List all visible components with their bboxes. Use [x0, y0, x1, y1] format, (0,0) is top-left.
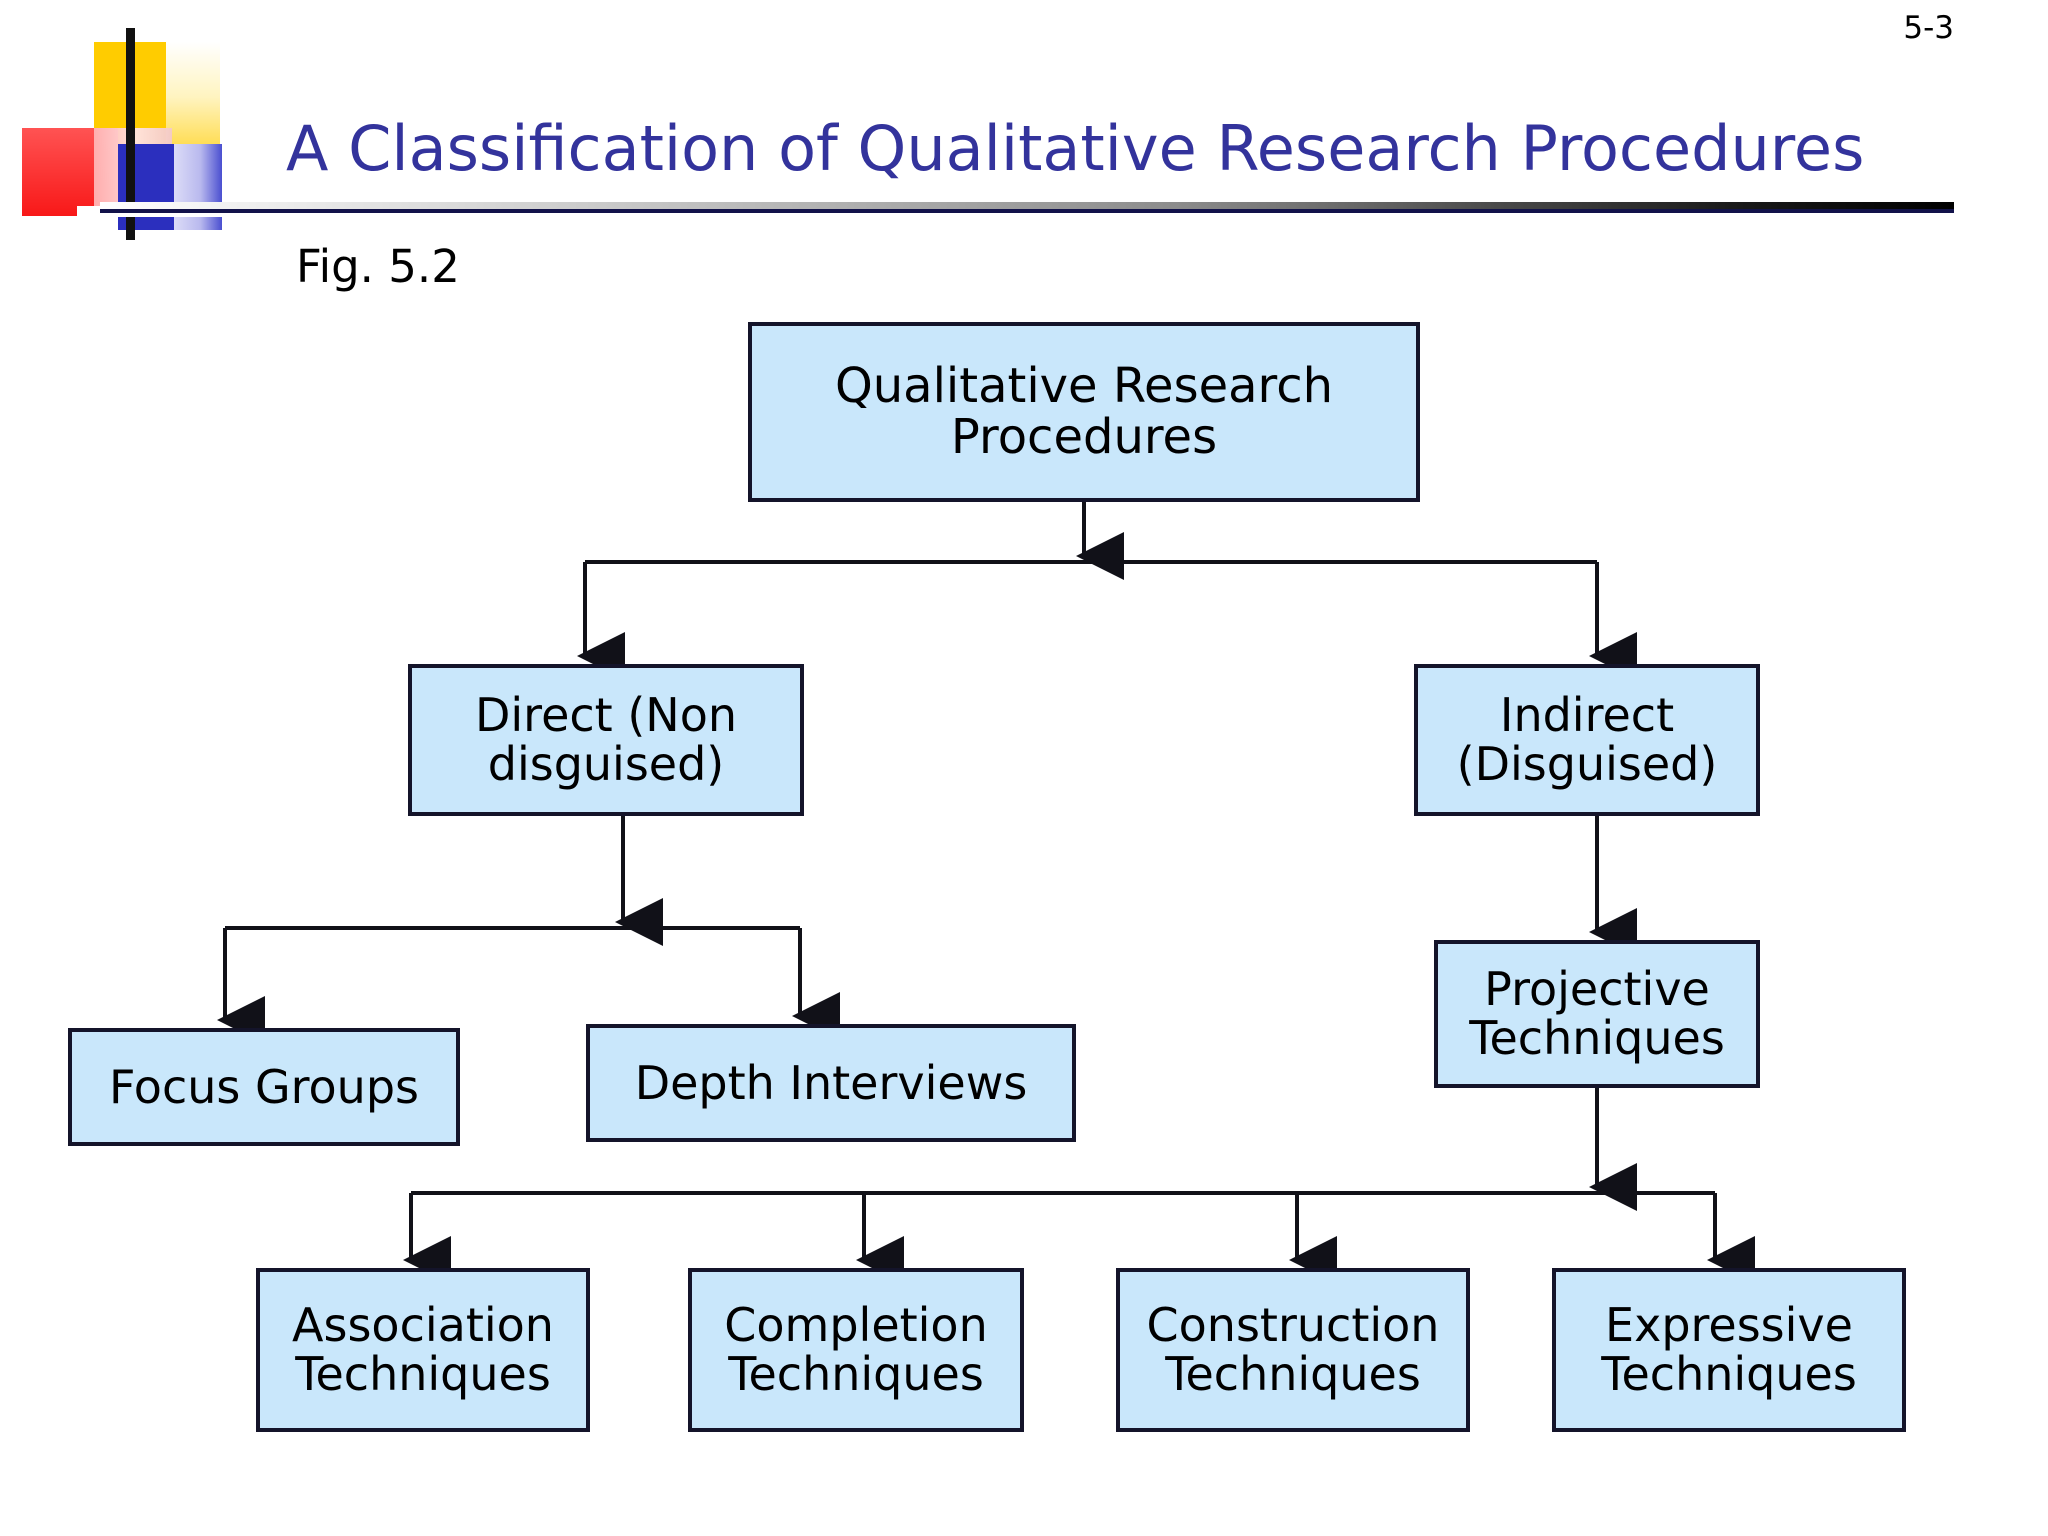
- node-association-techniques[interactable]: Association Techniques: [256, 1268, 590, 1432]
- node-construction-line2: Techniques: [1165, 1347, 1421, 1401]
- title-divider-gradient: [100, 202, 1954, 209]
- node-direct-line2: disguised): [487, 737, 725, 791]
- node-expressive-techniques[interactable]: Expressive Techniques: [1552, 1268, 1906, 1432]
- node-depth-interviews[interactable]: Depth Interviews: [586, 1024, 1076, 1142]
- node-association-line1: Association: [292, 1298, 554, 1353]
- node-depth-label: Depth Interviews: [634, 1055, 1028, 1110]
- node-indirect-line2: (Disguised): [1456, 737, 1718, 791]
- title-divider: [100, 200, 1954, 213]
- node-projective-techniques[interactable]: Projective Techniques: [1434, 940, 1760, 1088]
- logo-vertical-bar: [126, 28, 135, 240]
- node-indirect-line1: Indirect: [1499, 688, 1675, 743]
- node-association-line2: Techniques: [295, 1347, 551, 1401]
- node-projective-line1: Projective: [1484, 962, 1710, 1017]
- node-root-line1: Qualitative Research: [834, 358, 1334, 415]
- figure-label: Fig. 5.2: [296, 240, 460, 293]
- logo-yellow-gradient-square: [166, 42, 220, 164]
- node-expressive-line1: Expressive: [1605, 1298, 1853, 1353]
- node-projective-line2: Techniques: [1469, 1011, 1725, 1065]
- node-root-line2: Procedures: [950, 409, 1218, 465]
- node-direct-non-disguised[interactable]: Direct (Non disguised): [408, 664, 804, 816]
- title-divider-dark: [100, 209, 1954, 213]
- node-expressive-line2: Techniques: [1601, 1347, 1857, 1401]
- page-number: 5-3: [1903, 10, 1954, 46]
- node-construction-line1: Construction: [1146, 1298, 1440, 1353]
- node-focus-groups[interactable]: Focus Groups: [68, 1028, 460, 1146]
- node-indirect-disguised[interactable]: Indirect (Disguised): [1414, 664, 1760, 816]
- node-completion-techniques[interactable]: Completion Techniques: [688, 1268, 1024, 1432]
- page-title: A Classification of Qualitative Research…: [286, 112, 1865, 185]
- node-focus-label: Focus Groups: [108, 1059, 419, 1114]
- node-direct-line1: Direct (Non: [474, 688, 737, 743]
- node-construction-techniques[interactable]: Construction Techniques: [1116, 1268, 1470, 1432]
- node-completion-line1: Completion: [724, 1298, 988, 1353]
- node-completion-line2: Techniques: [728, 1347, 984, 1401]
- node-qualitative-research-procedures[interactable]: Qualitative Research Procedures: [748, 322, 1420, 502]
